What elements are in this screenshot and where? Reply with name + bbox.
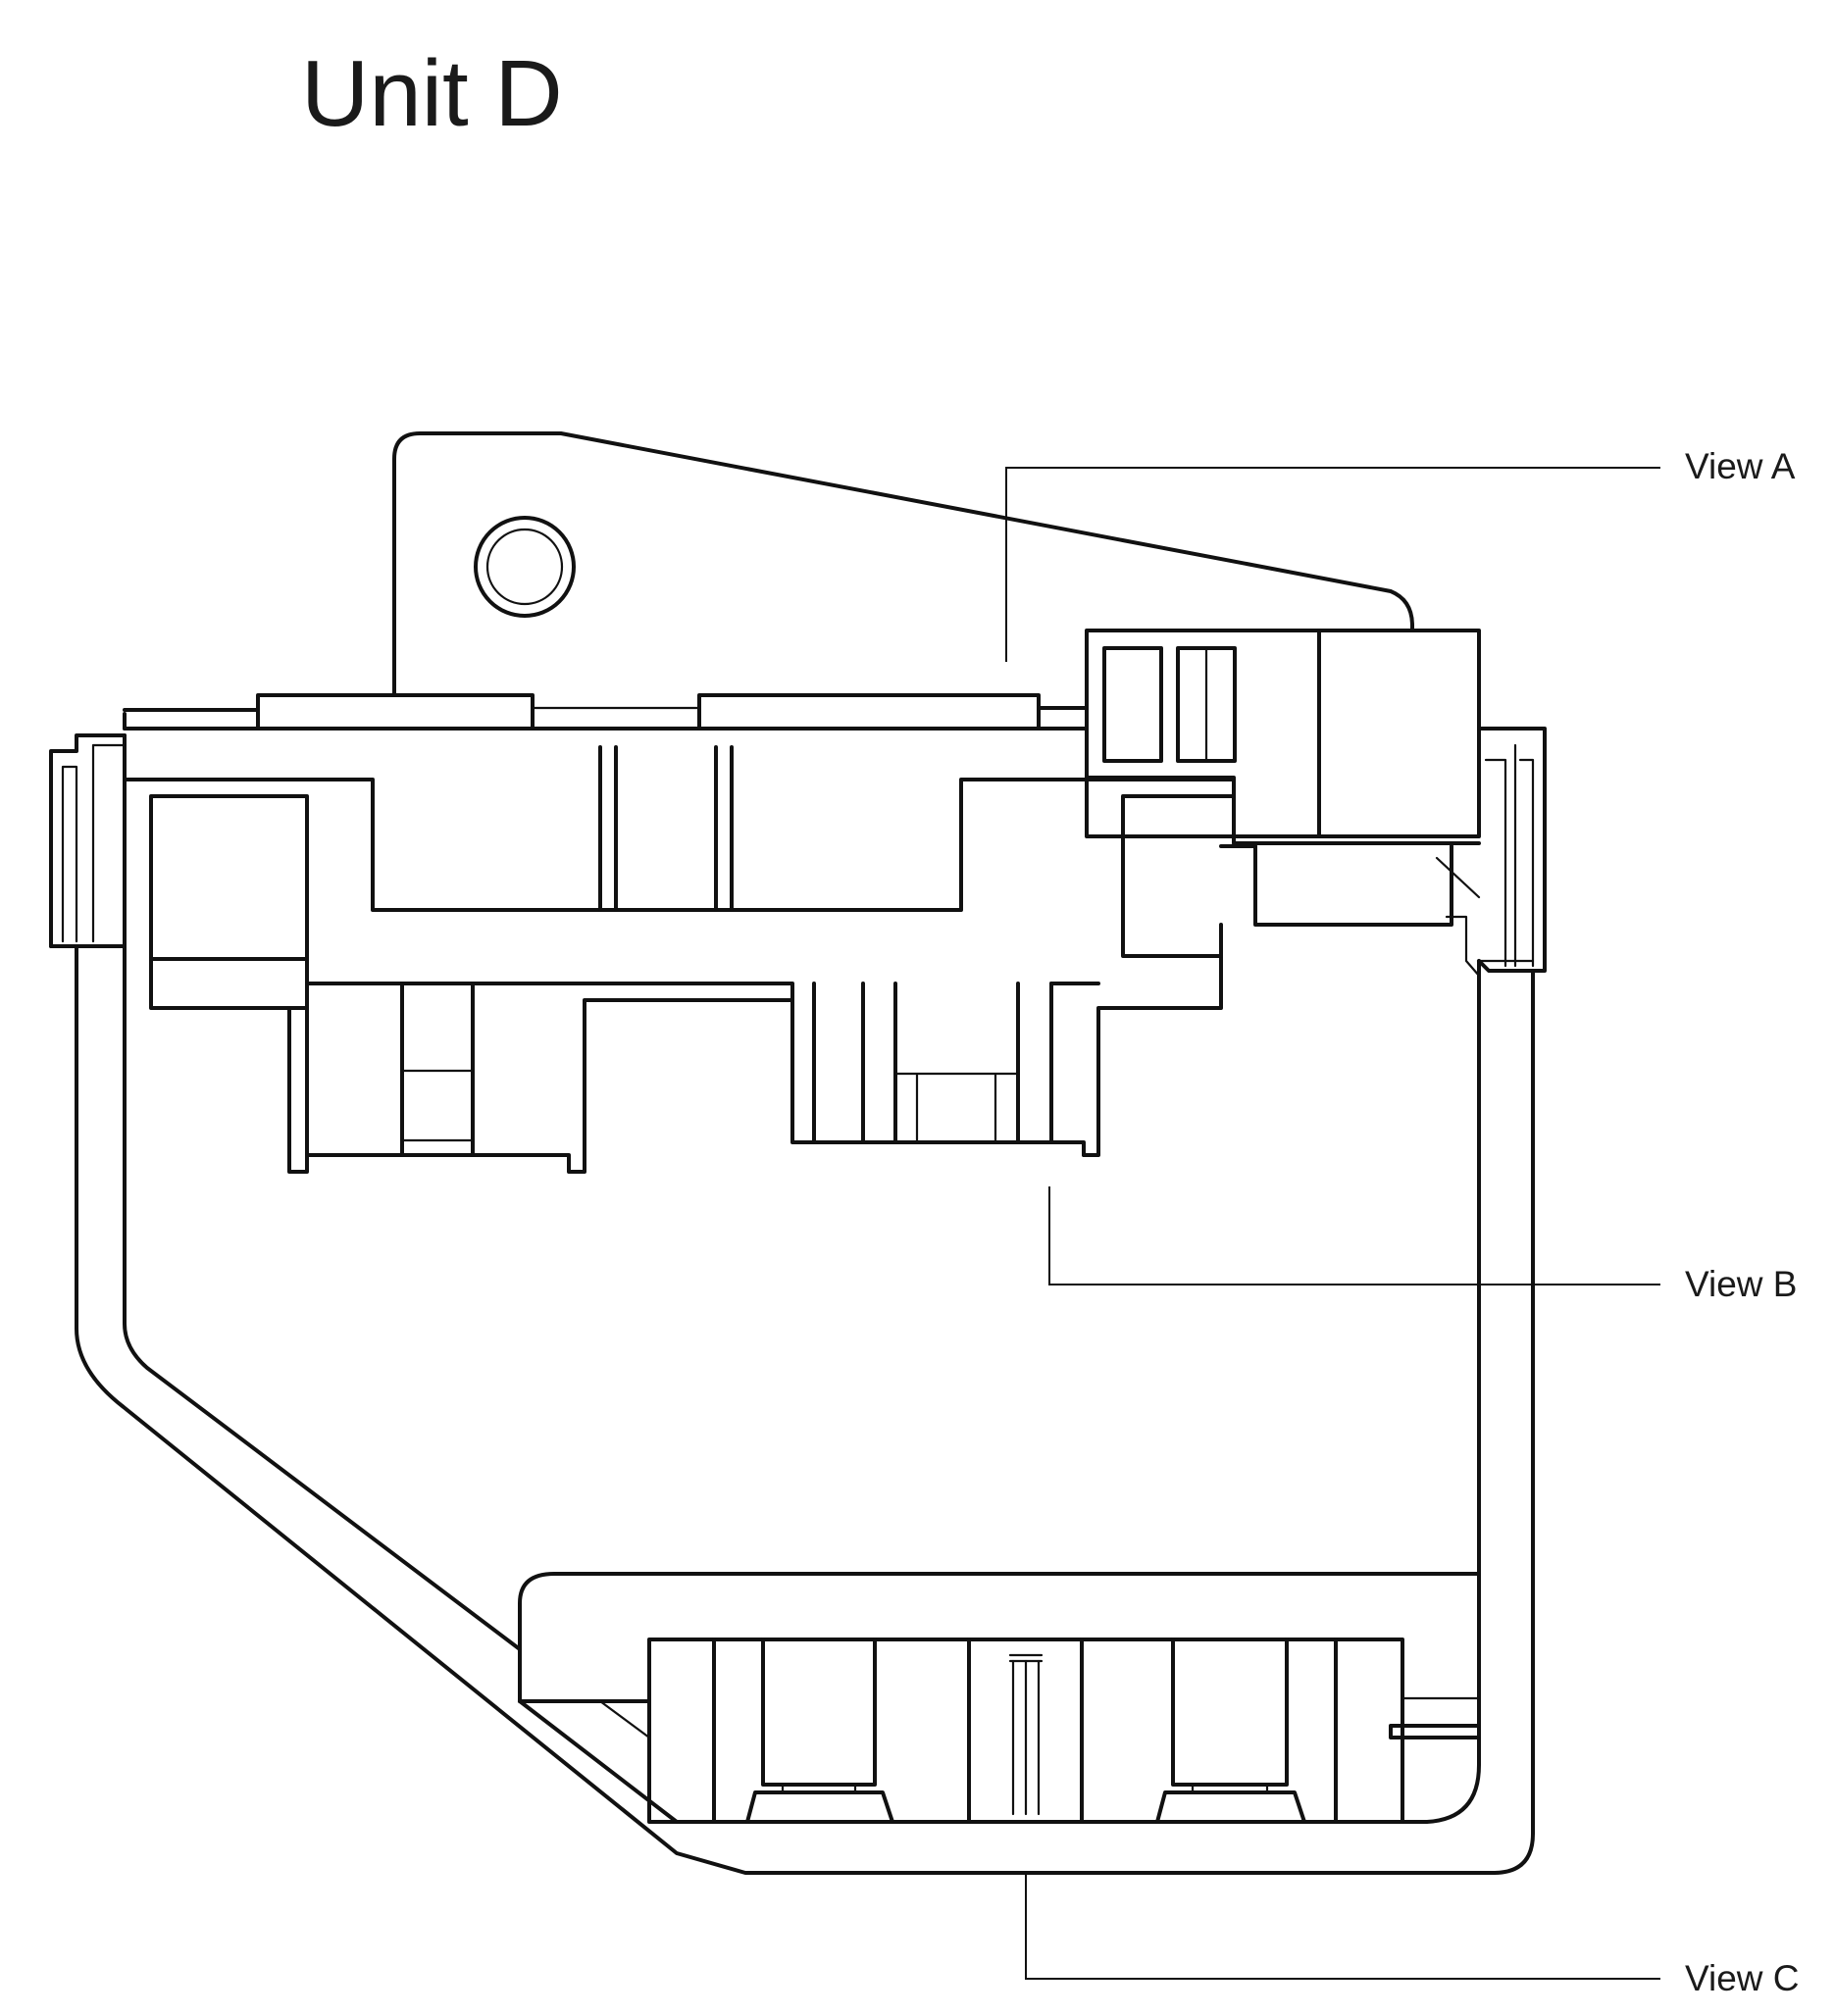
top-tab-right xyxy=(697,693,1041,731)
connector-slot-1 xyxy=(1102,646,1163,763)
leader-view-b xyxy=(1048,1186,1660,1285)
inner-frame xyxy=(123,745,1453,1157)
leader-view-a xyxy=(1005,467,1660,662)
callout-leaders xyxy=(1005,467,1660,1980)
top-tab-left xyxy=(256,693,535,731)
upper-body xyxy=(123,693,1089,731)
mounting-hole-outer xyxy=(474,516,576,618)
callout-view-b: View B xyxy=(1685,1264,1798,1304)
right-connector-block xyxy=(1085,629,1481,845)
callout-view-a: View A xyxy=(1685,446,1796,486)
mounting-bracket xyxy=(392,431,1414,696)
leader-view-c xyxy=(1025,1873,1660,1980)
bottom-panel xyxy=(518,1572,1481,1824)
diagram-title: Unit D xyxy=(301,41,563,146)
right-side-clip xyxy=(1477,727,1547,973)
terminal-bank xyxy=(287,982,1100,1174)
left-side-clip xyxy=(49,733,127,948)
callout-view-c: View C xyxy=(1685,1958,1800,1998)
main-housing xyxy=(75,733,1535,1875)
mounting-hole-inner xyxy=(485,528,564,606)
